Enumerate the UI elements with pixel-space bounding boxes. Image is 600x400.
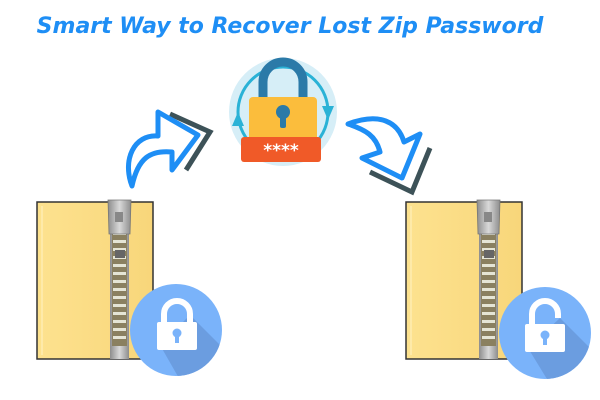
unlocked-zip-folder [405, 199, 523, 360]
lock-open-icon [499, 287, 591, 379]
page-title: Smart Way to Recover Lost Zip Password [36, 14, 544, 39]
masked-password-text: **** [263, 141, 299, 161]
forward-arrow-icon [125, 109, 214, 189]
locked-zip-folder [36, 199, 154, 360]
lock-closed-icon [130, 284, 222, 376]
down-arrow-icon [345, 116, 433, 196]
password-lock-icon: **** [229, 57, 337, 166]
